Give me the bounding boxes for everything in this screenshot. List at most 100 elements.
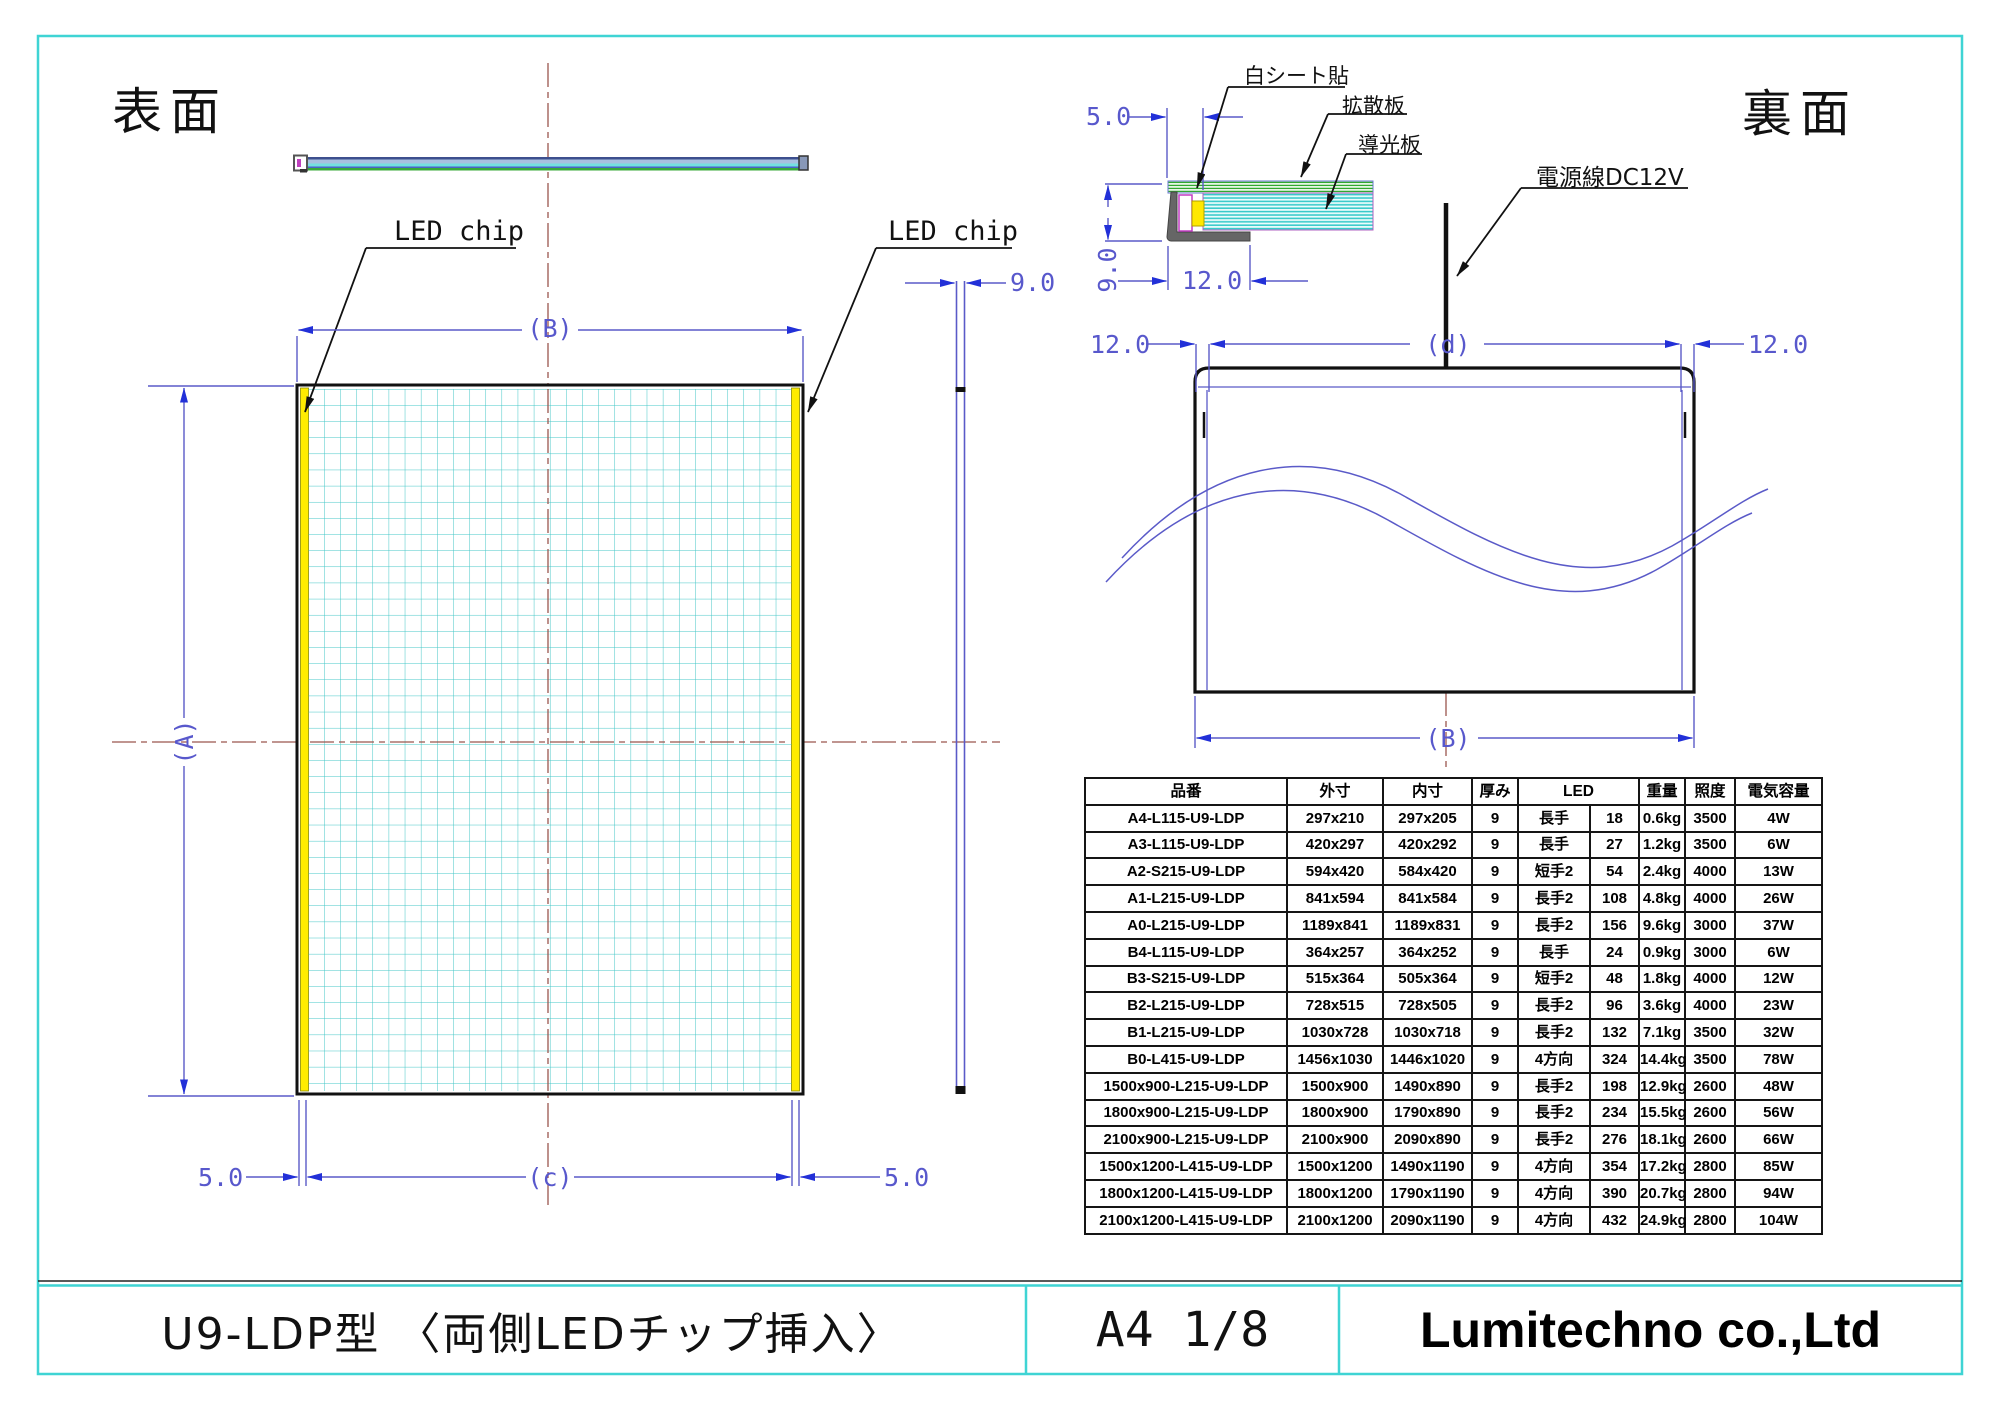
col-header-thickness: 厚み [1471, 777, 1519, 806]
table-cell: 14.4kg [1638, 1044, 1687, 1074]
table-cell: 4000 [1684, 991, 1736, 1021]
table-cell: 728x515 [1286, 991, 1384, 1021]
table-cell: 9 [1471, 991, 1519, 1021]
table-cell: 9 [1471, 1152, 1519, 1181]
table-cell: 4000 [1684, 884, 1736, 913]
table-cell: 2800 [1684, 1205, 1736, 1235]
table-cell: 3500 [1684, 830, 1736, 860]
back-view [1105, 187, 1769, 748]
page-frame [36, 34, 1964, 1376]
table-cell: 2600 [1684, 1098, 1736, 1128]
table-cell: 1030x718 [1382, 1018, 1473, 1047]
dim-label-9-section: 9.0 [1092, 247, 1122, 293]
table-cell: 0.6kg [1638, 803, 1686, 833]
table-cell: 9 [1471, 830, 1519, 860]
table-cell: 94W [1734, 1178, 1823, 1208]
light-guide-plate [1202, 192, 1374, 231]
front-top-edge-view [293, 154, 809, 173]
table-cell: 9 [1471, 803, 1519, 833]
table-cell: 2100x900-L215-U9-LDP [1084, 1125, 1288, 1155]
aluminium-frame [1166, 191, 1251, 242]
dim-label-5-section: 5.0 [1086, 102, 1132, 131]
table-cell: 505x364 [1382, 964, 1473, 994]
table-cell: 48 [1589, 964, 1640, 994]
table-cell: 198 [1589, 1071, 1640, 1101]
back-view-title: 裏面 [1742, 85, 1858, 143]
front-view-title: 表面 [112, 83, 228, 141]
table-cell: 728x505 [1382, 991, 1473, 1021]
dim-c [246, 1100, 880, 1186]
table-cell: 2100x900 [1286, 1125, 1384, 1155]
table-cell: 48W [1734, 1071, 1823, 1101]
dim-label-9-side: 9.0 [1010, 268, 1056, 297]
table-cell: 4W [1734, 803, 1823, 833]
front-panel [295, 383, 805, 1096]
table-cell: 9 [1471, 857, 1519, 887]
table-cell: 1800x1200-L415-U9-LDP [1084, 1178, 1288, 1208]
table-cell: 1500x1200 [1286, 1152, 1384, 1181]
table-cell: 24.9kg [1638, 1205, 1687, 1235]
table-cell: 2.4kg [1638, 857, 1686, 887]
dim-label-d: (d) [1425, 330, 1471, 359]
table-cell: 18 [1589, 803, 1640, 833]
table-cell: 1500x900-L215-U9-LDP [1084, 1071, 1288, 1101]
col-header-weight: 重量 [1638, 777, 1686, 806]
table-cell: A0-L215-U9-LDP [1084, 910, 1288, 940]
col-header-led: LED [1517, 777, 1640, 806]
table-cell: 1800x1200 [1286, 1178, 1384, 1208]
cross-section [1104, 86, 1422, 290]
table-cell: 9 [1471, 1098, 1519, 1128]
table-cell: 156 [1589, 910, 1640, 940]
table-cell: 長手 [1517, 803, 1591, 833]
table-cell: 26W [1734, 884, 1823, 913]
right-end-cap [798, 155, 809, 171]
table-cell: 364x257 [1286, 937, 1384, 967]
table-cell: 432 [1589, 1205, 1640, 1235]
table-cell: 長手2 [1517, 884, 1591, 913]
dim-label-B-front: (B) [527, 314, 573, 343]
table-cell: 長手2 [1517, 910, 1591, 940]
table-cell: 長手 [1517, 830, 1591, 860]
back-panel-outline [1193, 366, 1696, 694]
table-cell: 66W [1734, 1125, 1823, 1155]
table-cell: 132 [1589, 1018, 1640, 1047]
table-cell: 長手2 [1517, 1125, 1591, 1155]
table-cell: 4000 [1684, 857, 1736, 887]
led-strip-right [791, 387, 800, 1092]
table-cell: 3.6kg [1638, 991, 1686, 1021]
table-cell: 1790x890 [1382, 1098, 1473, 1128]
table-cell: 32W [1734, 1018, 1823, 1047]
led-chip-label-right: LED chip [888, 216, 1019, 247]
dim-B-front [296, 326, 804, 382]
table-cell: 354 [1589, 1152, 1640, 1181]
table-cell: 3000 [1684, 937, 1736, 967]
table-cell: 9 [1471, 884, 1519, 913]
table-cell: 1189x831 [1382, 910, 1473, 940]
table-cell: 276 [1589, 1125, 1640, 1155]
table-cell: 1490x890 [1382, 1071, 1473, 1101]
diffusion-plate-label: 拡散板 [1342, 94, 1405, 118]
table-cell: B3-S215-U9-LDP [1084, 964, 1288, 994]
break-lines [1105, 465, 1769, 593]
table-cell: B4-L115-U9-LDP [1084, 937, 1288, 967]
table-cell: 1800x900-L215-U9-LDP [1084, 1098, 1288, 1128]
titleblock-sheet-size: A4 1/8 [1095, 1302, 1270, 1358]
dim-label-A: (A) [169, 719, 199, 765]
col-header-inner: 内寸 [1382, 777, 1473, 806]
table-cell: 108 [1589, 884, 1640, 913]
table-cell: A3-L115-U9-LDP [1084, 830, 1288, 860]
table-cell: 12W [1734, 964, 1823, 994]
white-sheet-label: 白シート貼 [1244, 64, 1349, 88]
table-cell: 1790x1190 [1382, 1178, 1473, 1208]
table-cell: 841x584 [1382, 884, 1473, 913]
table-cell: 0.9kg [1638, 937, 1686, 967]
light-guide-grid [308, 389, 792, 1091]
dim-label-5-right: 5.0 [884, 1163, 930, 1192]
